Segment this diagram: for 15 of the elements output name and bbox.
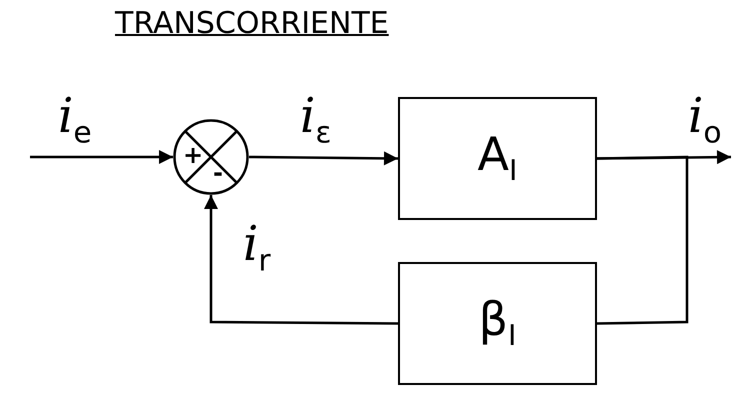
summing-junction: [173, 119, 249, 195]
arrow: [204, 195, 398, 325]
block-label: β$_{I}$: [478, 296, 516, 351]
signal-label: i$_{e}$: [58, 92, 92, 148]
title: TRANSCORRIENTE: [115, 6, 389, 42]
signal-label: i$_{o}$: [688, 92, 722, 148]
signal-label: i$_{r}$: [243, 220, 271, 276]
sign-label: +: [183, 143, 204, 167]
signal-label: i$_{ε}$: [300, 92, 332, 148]
gain-block: [398, 97, 597, 220]
block-label: A$_{I}$: [478, 131, 518, 186]
feedback-block: [398, 262, 597, 385]
arrow: [30, 150, 173, 164]
sign-label: -: [213, 161, 223, 185]
arrow: [248, 151, 398, 166]
